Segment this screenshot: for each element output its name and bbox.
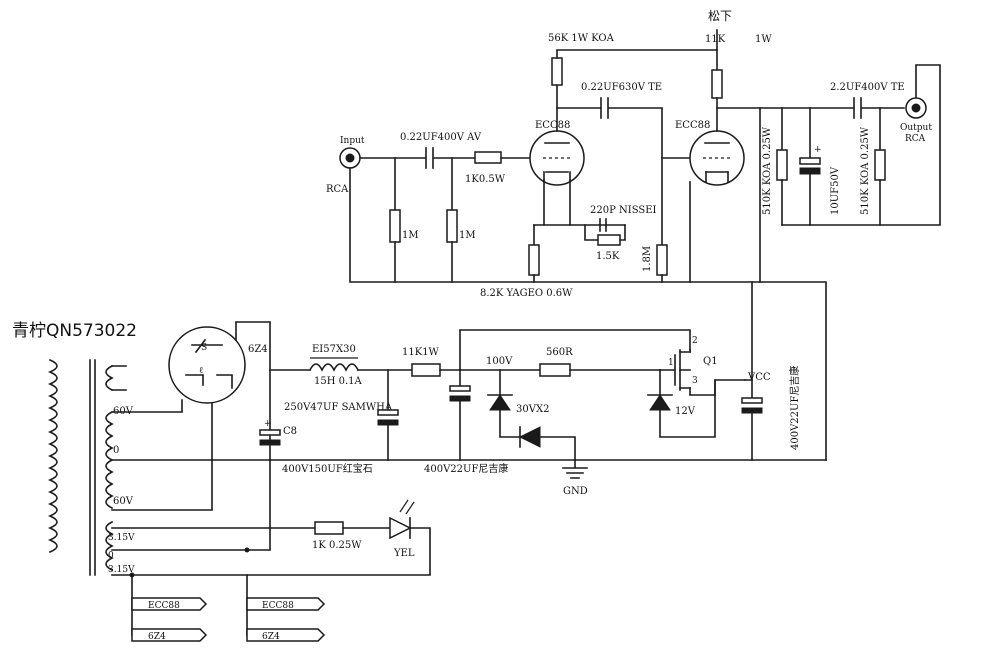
grid-stopper-label: 1K0.5W <box>465 174 506 185</box>
svg-text:ℓ: ℓ <box>199 366 203 376</box>
svg-text:6Z4: 6Z4 <box>262 632 280 642</box>
resistor-1k-led-label: 1K 0.25W <box>312 540 362 551</box>
input-rca-label: RCA <box>326 184 349 195</box>
plate-resistor-56k-label: 56K 1W KOA <box>548 33 615 44</box>
resistor-1k5-label: 1.5K <box>596 251 620 262</box>
top-mark-label: 松下 <box>708 9 732 23</box>
grid-stopper-resistor <box>474 151 502 164</box>
plate-resistor-11k-watt: 1W <box>755 34 772 45</box>
cap-400v22-b <box>741 397 763 404</box>
tube-2-label: ECC88 <box>675 120 710 131</box>
cap-10uf <box>799 157 821 165</box>
resistor-510k-b-label: 510K KOA 0.25W <box>860 126 871 215</box>
tap-3v15-a: 3.15V <box>108 533 135 543</box>
tag-ecc88-b: ECC88 <box>246 597 326 611</box>
resistor-1m-b-label: 1M <box>459 230 476 241</box>
zener-12v-label: 12V <box>675 406 696 417</box>
output-label: Output <box>900 123 932 133</box>
grid-leak-label: 1.8M <box>642 246 653 272</box>
choke-label: EI57X30 <box>312 344 356 355</box>
tap-0: 0 <box>113 445 119 456</box>
cap-c8 <box>259 429 281 436</box>
tube-1-label: ECC88 <box>535 120 570 131</box>
resistor-1k5 <box>597 234 621 246</box>
signal-stage: Input RCA 0.22UF400V AV 1K0.5W 1M 1M <box>326 9 941 461</box>
svg-text:6Z4: 6Z4 <box>148 632 166 642</box>
q1-pin3: 3 <box>692 376 698 386</box>
svg-text:ECC88: ECC88 <box>148 601 180 611</box>
svg-text:S: S <box>201 343 207 353</box>
resistor-11k1w-label: 11K1W <box>402 347 440 358</box>
output-rca-jack: Output RCA <box>900 97 932 144</box>
cathode-resistor-label: 8.2K YAGEO 0.6W <box>480 288 573 299</box>
output-cap-label: 2.2UF400V TE <box>830 82 905 93</box>
resistor-1k-led <box>314 521 344 535</box>
input-label: Input <box>340 136 365 146</box>
tap-3v15-b: 3.15V <box>108 565 135 575</box>
svg-text:+: + <box>264 419 272 429</box>
tube-1-ecc88: ECC88 <box>529 120 585 186</box>
resistor-11k1w <box>411 363 441 377</box>
tag-6z4-a: 6Z4 <box>131 628 208 642</box>
coupling-cap-label: 0.22UF630V TE <box>581 82 662 93</box>
resistor-510k-b <box>874 149 886 181</box>
resistor-510k-a-label: 510K KOA 0.25W <box>762 126 773 215</box>
cathode-resistor-8k2 <box>528 244 540 276</box>
cap-400v22-a-label: 400V22UF尼吉康 <box>424 462 508 475</box>
cap-c8-label: C8 <box>283 426 297 437</box>
choke-inductor: EI57X30 15H 0.1A <box>308 344 363 387</box>
tag-ecc88-a: ECC88 <box>131 597 208 611</box>
plate-resistor-11k-label: 11K <box>705 34 726 45</box>
led-yellow: YEL <box>389 499 415 559</box>
cap-400v22-b-label: 400V22UF尼吉康 <box>788 366 801 450</box>
cap-400v150 <box>377 409 399 416</box>
mosfet-q1: 2 1 3 Q1 <box>659 336 746 396</box>
q1-label: Q1 <box>703 356 718 367</box>
transformer-title: 青柠QN573022 <box>12 321 137 341</box>
svg-text:ECC88: ECC88 <box>262 601 294 611</box>
resistor-560r-label: 560R <box>546 347 573 358</box>
tap-60v-b: 60V <box>113 496 134 507</box>
resistor-510k-a <box>776 149 788 181</box>
cap-220p-label: 220P NISSEI <box>590 205 657 216</box>
q1-pin2: 2 <box>692 336 698 346</box>
cap-400v150-label: 400V150UF红宝石 <box>282 462 373 475</box>
output-rca-label: RCA <box>905 134 926 144</box>
q1-pin1: 1 <box>668 358 674 368</box>
resistor-1m-a-label: 1M <box>402 230 419 241</box>
grid-leak-resistor-1m8 <box>656 244 668 276</box>
tag-6z4-b: 6Z4 <box>246 628 326 642</box>
cap-250v-label: 250V47UF SAMWHA <box>284 402 393 413</box>
svg-text:+: + <box>814 145 822 155</box>
choke-spec: 15H 0.1A <box>314 376 363 387</box>
input-coupling-capacitor: 0.22UF400V AV <box>400 132 482 169</box>
cap-400v22-a <box>449 385 471 392</box>
tube-2-ecc88: ECC88 <box>675 120 745 186</box>
gnd-label: GND <box>563 486 588 497</box>
ground-symbol: GND <box>562 459 588 497</box>
resistor-1m-b <box>446 209 458 243</box>
cap-10uf-label: 10UF50V <box>830 166 841 215</box>
rectifier-tube-6z4: S ℓ 6Z4 <box>168 321 271 461</box>
vcc-label: VCC <box>747 372 771 383</box>
input-cap-label: 0.22UF400V AV <box>400 132 482 143</box>
resistor-1m-a <box>389 209 401 243</box>
rectifier-label: 6Z4 <box>248 344 268 355</box>
zener-30v-label: 30VX2 <box>516 404 549 415</box>
plate-resistor-11k <box>711 69 723 99</box>
led-label: YEL <box>393 548 415 559</box>
tap-0b: 0 <box>108 551 114 561</box>
power-stage: 青柠QN573022 60V 0 60V 3.15V 0 3.15V S ℓ 6… <box>12 281 827 642</box>
resistor-560r <box>539 363 571 377</box>
node-100v: 100V <box>486 356 513 367</box>
plate-resistor-56k <box>551 57 563 86</box>
input-rca-jack: Input RCA <box>326 136 365 195</box>
